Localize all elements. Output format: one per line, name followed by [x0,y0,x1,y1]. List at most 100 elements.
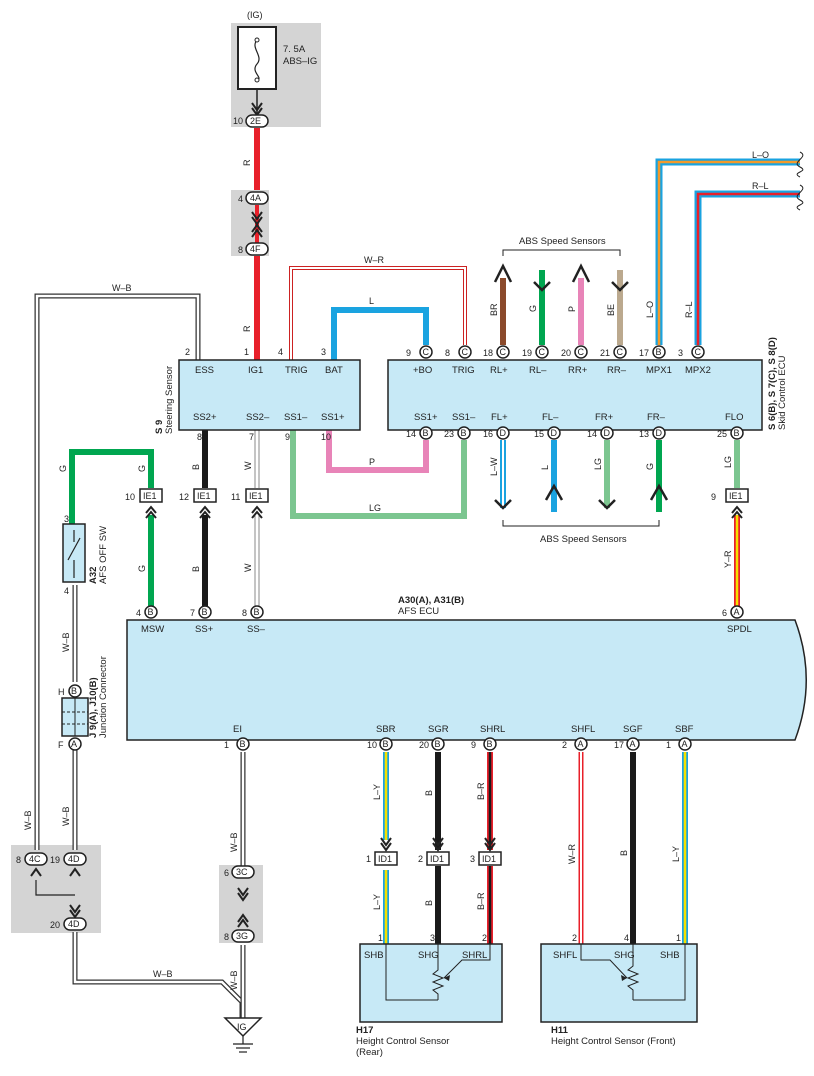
wire-label-yr: Y–R [723,550,733,568]
afs-bottom-terminal-6-code: A [682,739,688,749]
wire-label-lg-flo: LG [723,456,733,468]
ecu-top-label-5: RR– [607,365,627,376]
afs-top-pin-2: 8 [242,608,247,618]
afs-bottom-pin-3: 9 [471,740,476,750]
connector-3g [231,929,255,943]
h17-label-2: SHRL [462,950,487,961]
h17-label-0: SHB [364,950,384,961]
ecu-bottom-terminal-3 [547,426,561,440]
ecu-bottom-terminal-1-code: B [461,428,467,438]
abs-arrow-p [571,263,591,283]
junction-h-code: B [71,686,77,696]
wire-label-b-2: B [424,900,434,906]
wire-label-br-2: B–R [476,892,486,910]
junction-h-pin: H [58,687,65,697]
wire-label-be: BE [606,304,616,316]
afs-bottom-label-2: SGR [428,724,449,735]
wire-label-ly-2: L–Y [372,894,382,910]
id1-code-0: ID1 [378,854,392,864]
ecu-bottom-terminal-2-code: D [500,428,507,438]
wire-label-l: L [369,296,374,306]
ecu-top-terminal-1 [458,345,472,359]
afs-bottom-label-3: SHRL [480,724,505,735]
ecu-bottom-label-5: FR– [647,412,666,423]
wire-label-wb-lower1: W–B [23,810,33,830]
junction-f-terminal [68,737,82,751]
ecu-top-pin-6: 17 [639,348,649,358]
h17-id: H17 [356,1025,373,1036]
ie1-connector-0 [139,488,163,503]
h17-pin-0: 1 [378,933,383,943]
ecu-top-label-1: TRIG [452,365,475,376]
h17-pin-2: 2 [482,933,487,943]
afs-top-terminal-3 [730,605,744,619]
wire-label-wb-ei: W–B [229,832,239,852]
h11-label-1: SHG [614,950,635,961]
steering-bottom-label-1: SS2– [246,412,270,423]
wire-w-r-trig [289,266,467,362]
steering-top-pin-2: 4 [278,347,283,357]
afs-top-label-0: MSW [141,624,164,635]
abs-sensors-bottom-label: ABS Speed Sensors [540,534,627,545]
wire-label-g-afs: G [58,465,68,472]
id1-code-1: ID1 [430,854,444,864]
afs-top-label-3: SPDL [727,624,752,635]
skid-ecu-id: S 6(B), S 7(C), S 8(D) [767,337,778,430]
wire-label-b-ie1: B [191,464,201,470]
steering-top-label-1: IG1 [248,365,263,376]
wire-label-b-front: B [619,850,629,856]
wire-label-lo-h: L–O [752,150,769,160]
ecu-bottom-terminal-4 [600,426,614,440]
afs-bottom-pin-1: 10 [367,740,377,750]
afs-bottom-terminal-0-code: B [240,739,246,749]
ecu-top-terminal-3-code: C [539,347,546,357]
afs-bottom-terminal-6 [678,737,692,751]
ie1-code-0: IE1 [143,491,157,501]
wire-label-ly-front: L–Y [671,846,681,862]
h17-name: Height Control Sensor [356,1036,449,1047]
connector-4c [24,852,48,866]
pin-3g: 8 [224,932,229,942]
afs-ecu-box [126,619,807,741]
junction-h-terminal [68,684,82,698]
ecu-top-terminal-0-code: C [423,347,430,357]
afs-off-sw-id: A32 [88,567,99,584]
ecu-top-pin-5: 21 [600,348,610,358]
wire-label-rl-h: R–L [752,181,769,191]
afs-sw-pin-top: 3 [64,514,69,524]
pin-4d-top: 19 [50,855,60,865]
h11-id: H11 [551,1025,569,1036]
wire-label-br-shrl: B–R [476,782,486,800]
afs-ecu-name: AFS ECU [398,606,439,617]
steering-top-pin-0: 2 [185,347,190,357]
fuse-rating: 7. 5A [283,44,306,55]
junction-f-pin: F [58,740,64,750]
junction-id: J 9(A), J10(B) [88,677,99,738]
ecu-top-pin-4: 20 [561,348,571,358]
wire-label-b-sgr: B [424,790,434,796]
ecu-bottom-terminal-5-code: D [656,428,663,438]
ecu-bottom-pin-4: 14 [587,429,597,439]
steering-top-label-3: BAT [325,365,343,376]
wire-label-wb-lower2: W–B [61,806,71,826]
steering-bottom-label-3: SS1+ [321,412,345,423]
afs-bottom-terminal-1-code: B [383,739,389,749]
ecu-bottom-pin-0: 14 [406,429,416,439]
steering-bottom-pin-2: 9 [285,432,290,442]
afs-bottom-terminal-1 [379,737,393,751]
connector-4d-bot [63,917,87,931]
ie1-code-2: IE1 [249,491,263,501]
steering-bottom-pin-1: 7 [249,432,254,442]
pin-4c: 8 [16,855,21,865]
h17-pot [385,944,491,1001]
h11-box [540,943,698,1023]
ie1-connector-2 [245,488,269,503]
afs-bottom-terminal-5 [626,737,640,751]
connector-4d-bot-code: 4D [68,919,80,929]
wire-label-wb-3g: W–B [229,970,239,990]
